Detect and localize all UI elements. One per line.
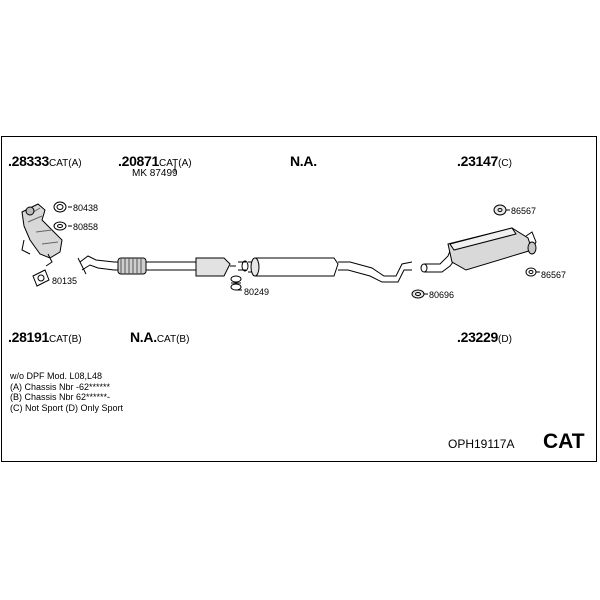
mk-label: MK 87499	[132, 168, 178, 179]
part-28333-label: .28333CAT(A)	[8, 153, 82, 170]
gasket-80858-drawing	[53, 221, 67, 231]
small-part-86567-bottom: 86567	[541, 270, 567, 280]
part-23147-label: .23147(C)	[457, 153, 512, 170]
part-number: .20871	[118, 153, 160, 169]
hanger-86567-bottom-drawing	[525, 267, 537, 277]
note-line: (A) Chassis Nbr -62******	[10, 381, 111, 392]
part-20871-label: .20871CAT(A)	[118, 153, 192, 170]
part-na-cat-label: N.A.CAT(B)	[130, 329, 190, 346]
diagram-frame	[1, 136, 597, 462]
catalytic-converter-drawing	[21, 203, 63, 267]
hanger-80696-drawing	[411, 289, 425, 299]
part-suffix: (C)	[498, 158, 512, 169]
part-number: N.A.	[290, 153, 317, 169]
small-part-80696: 80696	[429, 290, 455, 300]
part-number: .23147	[457, 153, 499, 169]
part-suffix: CAT(A)	[159, 158, 192, 169]
note-line: (C) Not Sport (D) Only Sport	[10, 402, 124, 413]
small-part-80438: 80438	[73, 203, 99, 213]
gasket-80135-drawing	[32, 269, 50, 287]
part-suffix: (D)	[498, 334, 512, 345]
small-part-80135: 80135	[52, 276, 78, 286]
cat-label: CAT	[543, 430, 585, 453]
part-suffix: CAT(B)	[156, 334, 190, 345]
part-number: .23229	[457, 329, 499, 345]
part-23229-label: .23229(D)	[457, 329, 512, 346]
part-suffix: CAT(B)	[49, 334, 82, 345]
small-part-80249: 80249	[244, 287, 270, 297]
part-number: .28191	[8, 329, 50, 345]
rear-muffler-drawing	[420, 227, 537, 273]
part-suffix: CAT(A)	[49, 158, 82, 169]
part-28191-label: .28191CAT(B)	[8, 329, 82, 346]
part-number: .28333	[8, 153, 50, 169]
note-line: (B) Chassis Nbr 62******-	[10, 392, 111, 402]
note-line: w/o DPF Mod. L08,L48	[10, 371, 103, 381]
diagram-code: OPH19117A	[448, 437, 515, 451]
clamp-80438-drawing	[53, 201, 67, 213]
clamp-80249-drawing	[230, 275, 242, 291]
part-na-top-label: N.A.	[290, 153, 317, 170]
center-pipe-drawing	[238, 257, 413, 283]
small-part-86567-top: 86567	[511, 206, 537, 216]
notes-block: w/o DPF Mod. L08,L48 (A) Chassis Nbr -62…	[10, 371, 123, 413]
hanger-86567-top-drawing	[493, 204, 507, 216]
small-part-80858: 80858	[73, 222, 99, 232]
front-pipe-drawing	[77, 255, 236, 277]
part-number: N.A.	[130, 329, 157, 345]
